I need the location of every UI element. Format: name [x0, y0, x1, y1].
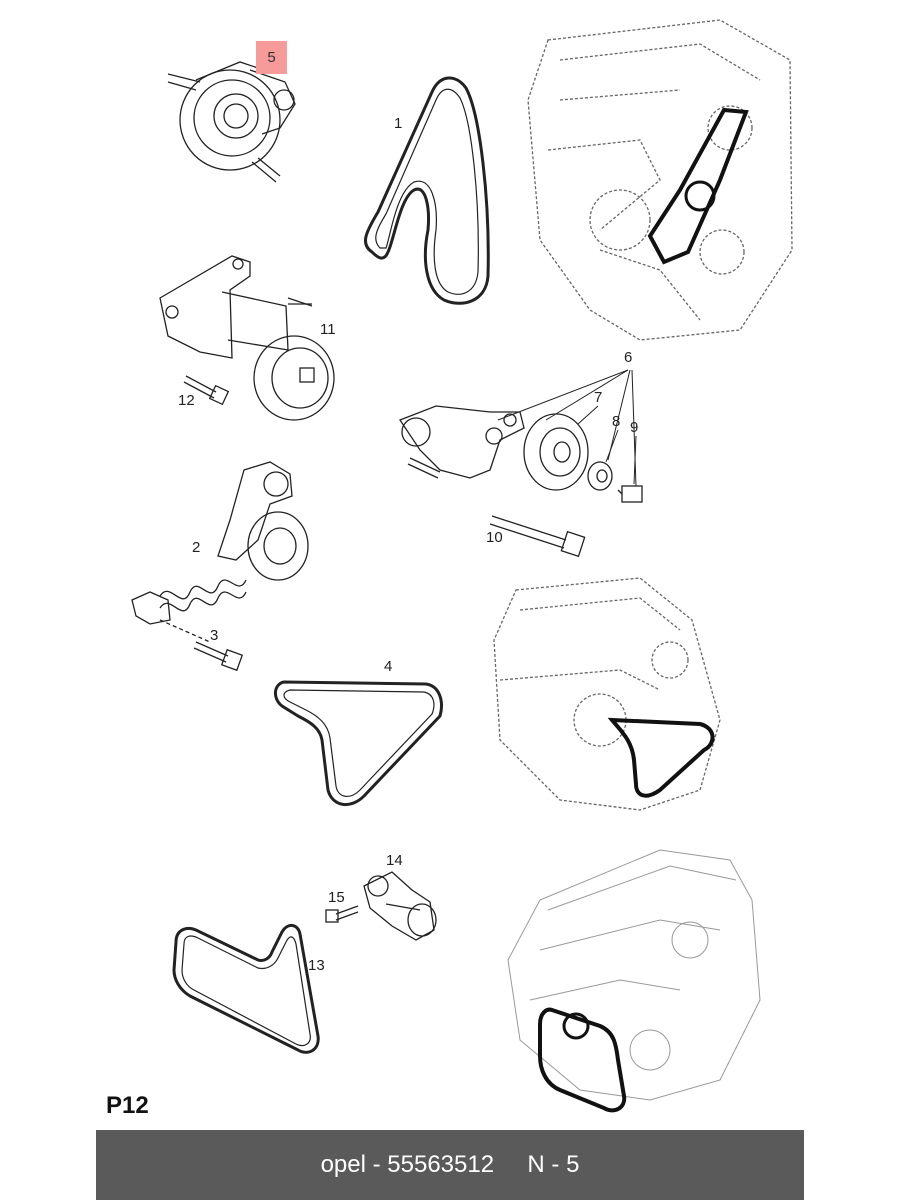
part-7-idler-pulley	[523, 413, 589, 491]
callout-5[interactable]: 5	[256, 41, 287, 74]
part-8-washer	[587, 461, 613, 491]
callout-14[interactable]: 14	[386, 852, 403, 869]
part-4-belt	[274, 680, 443, 806]
part-11-tensioner	[159, 255, 335, 421]
part-2-spring-tensioner	[131, 461, 309, 643]
part-14-tensioner	[363, 871, 437, 941]
page-label: P12	[106, 1092, 149, 1119]
callout-8[interactable]: 8	[612, 413, 621, 430]
callout-7[interactable]: 7	[594, 389, 603, 406]
footer-position-label: N - 5	[527, 1151, 580, 1178]
part-13-belt	[172, 924, 320, 1054]
part-9-bolt	[617, 485, 643, 503]
callout-6[interactable]: 6	[624, 349, 633, 366]
engine-2-belt-route	[607, 717, 715, 798]
part-3-bolt	[193, 641, 244, 672]
part-1-belt	[363, 76, 490, 305]
engine-1-belt-route	[647, 107, 749, 265]
callout-9[interactable]: 9	[630, 419, 639, 436]
engine-3-belt-route	[538, 1007, 627, 1113]
footer-spacer	[494, 1151, 527, 1179]
part-12-bolt	[183, 375, 230, 406]
callout-13[interactable]: 13	[308, 957, 325, 974]
callout-1[interactable]: 1	[394, 115, 403, 132]
footer-bar: opel - 55563512 N - 5	[96, 1130, 804, 1200]
footer-brand: opel	[320, 1151, 366, 1178]
callout-15[interactable]: 15	[328, 889, 345, 906]
callout-3[interactable]: 3	[210, 627, 219, 644]
footer-part-number: 55563512	[387, 1151, 495, 1178]
engine-illustration-2	[493, 577, 721, 811]
engine-illustration-1	[527, 19, 793, 341]
callout-2[interactable]: 2	[192, 539, 201, 556]
engine-illustration-3	[507, 849, 761, 1101]
callout-12[interactable]: 12	[178, 392, 195, 409]
part-5-tensioner-pulley	[167, 61, 296, 183]
part-6-tensioner-bracket	[399, 405, 525, 479]
footer-separator: -	[365, 1151, 388, 1178]
part-15-bolt	[325, 905, 359, 923]
callout-10[interactable]: 10	[486, 529, 503, 546]
callout-11[interactable]: 11	[320, 321, 336, 338]
callout-4[interactable]: 4	[384, 658, 393, 675]
part-10-long-bolt	[489, 515, 586, 558]
part-6-leader-lines	[497, 369, 637, 487]
